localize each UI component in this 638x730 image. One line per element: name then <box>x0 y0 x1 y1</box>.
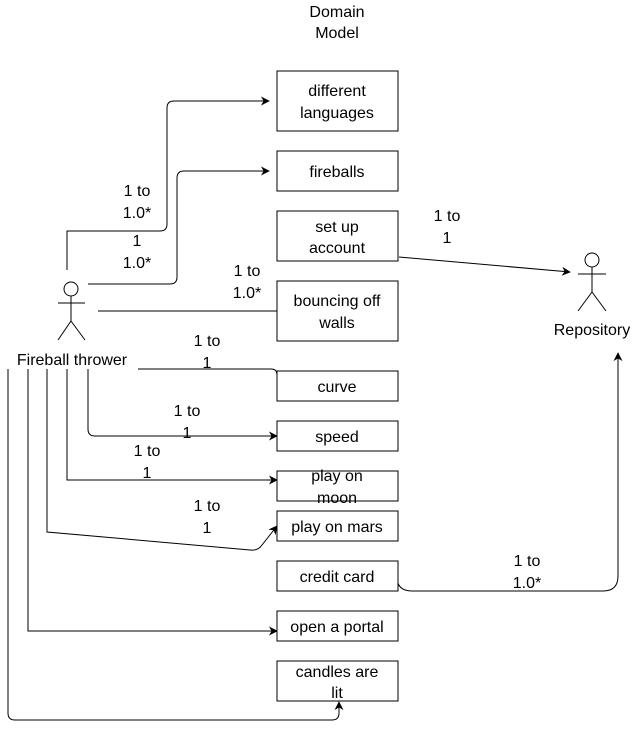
box-bouncing-off-walls[interactable]: bouncing off walls <box>276 280 399 342</box>
diagram-title-line-1: Domain <box>309 4 364 21</box>
multiplicity-text: 1 to <box>124 183 151 200</box>
multiplicity-text: 1 <box>203 355 212 372</box>
box-label: curve <box>317 379 356 396</box>
box-credit-card[interactable]: credit card <box>276 560 399 592</box>
box-label: play on <box>311 468 363 485</box>
multiplicity-text: 1 <box>443 230 452 247</box>
edge-thrower-fireballs[interactable] <box>88 166 270 285</box>
box-label: walls <box>318 315 355 332</box>
multiplicity-moon: 1 to 1 <box>134 443 161 482</box>
box-curve[interactable]: curve <box>276 370 399 402</box>
diagram-title-line-2: Model <box>315 25 359 42</box>
edge-thrower-speed[interactable] <box>87 369 278 441</box>
box-different-languages[interactable]: different languages <box>276 70 399 132</box>
box-label: languages <box>300 105 374 122</box>
multiplicity-text: 1 to <box>194 498 221 515</box>
multiplicity-text: 1 to <box>174 403 201 420</box>
multiplicity-text: 1.0* <box>123 205 151 222</box>
multiplicity-credit-repository: 1 to 1.0* <box>513 553 541 592</box>
box-label: play on mars <box>291 519 383 536</box>
multiplicity-text: 1 <box>183 425 192 442</box>
multiplicity-speed: 1 to 1 <box>174 403 201 442</box>
box-play-on-moon[interactable]: play on moon <box>276 468 399 507</box>
box-label: lit <box>331 685 343 702</box>
edge-thrower-moon[interactable] <box>66 369 278 485</box>
multiplicity-text: 1 <box>203 520 212 537</box>
edge-credit-repository[interactable] <box>396 352 623 592</box>
multiplicity-text: 1 <box>143 465 152 482</box>
box-label: speed <box>315 429 359 446</box>
edge-thrower-portal[interactable] <box>27 369 278 636</box>
box-label: set up <box>315 219 359 236</box>
box-label: different <box>308 83 366 100</box>
box-fireballs[interactable]: fireballs <box>276 150 399 192</box>
box-play-on-mars[interactable]: play on mars <box>276 510 399 542</box>
box-label: candles are <box>296 664 379 681</box>
edge-account-repository[interactable] <box>398 256 571 276</box>
multiplicity-text: 1.0* <box>513 575 541 592</box>
multiplicity-languages: 1 to 1.0* <box>123 183 151 222</box>
multiplicity-bouncing: 1 to 1.0* <box>233 263 261 302</box>
box-label: moon <box>317 490 357 507</box>
stick-figure-icon <box>57 281 86 341</box>
multiplicity-text: 1.0* <box>123 255 151 272</box>
multiplicity-text: 1 to <box>514 553 541 570</box>
multiplicity-text: 1 <box>133 233 142 250</box>
actor-label: Repository <box>554 322 630 339</box>
edge-thrower-languages[interactable] <box>66 96 270 270</box>
box-candles-are-lit[interactable]: candles are lit <box>276 660 399 702</box>
multiplicity-curve: 1 to 1 <box>194 333 221 372</box>
box-set-up-account[interactable]: set up account <box>276 210 399 262</box>
multiplicity-mars: 1 to 1 <box>194 498 221 537</box>
stick-figure-icon <box>577 252 607 312</box>
box-open-a-portal[interactable]: open a portal <box>276 610 399 642</box>
box-label: bouncing off <box>294 293 381 310</box>
edge-thrower-mars[interactable] <box>46 369 278 551</box>
box-label: open a portal <box>290 619 383 636</box>
multiplicity-text: 1.0* <box>233 285 261 302</box>
box-speed[interactable]: speed <box>276 420 399 452</box>
multiplicity-text: 1 to <box>134 443 161 460</box>
multiplicity-fireballs: 1 1.0* <box>123 233 151 272</box>
multiplicity-text: 1 to <box>434 208 461 225</box>
box-label: credit card <box>300 569 375 586</box>
edge-thrower-candles[interactable] <box>7 369 344 721</box>
multiplicity-text: 1 to <box>194 333 221 350</box>
multiplicity-account-repository: 1 to 1 <box>434 208 461 247</box>
actor-repository[interactable]: Repository <box>554 252 630 339</box>
actor-label: Fireball thrower <box>17 352 128 369</box>
actor-fireball-thrower[interactable]: Fireball thrower <box>17 281 128 369</box>
box-label: fireballs <box>309 164 364 181</box>
multiplicity-text: 1 to <box>234 263 261 280</box>
box-label: account <box>309 240 366 257</box>
